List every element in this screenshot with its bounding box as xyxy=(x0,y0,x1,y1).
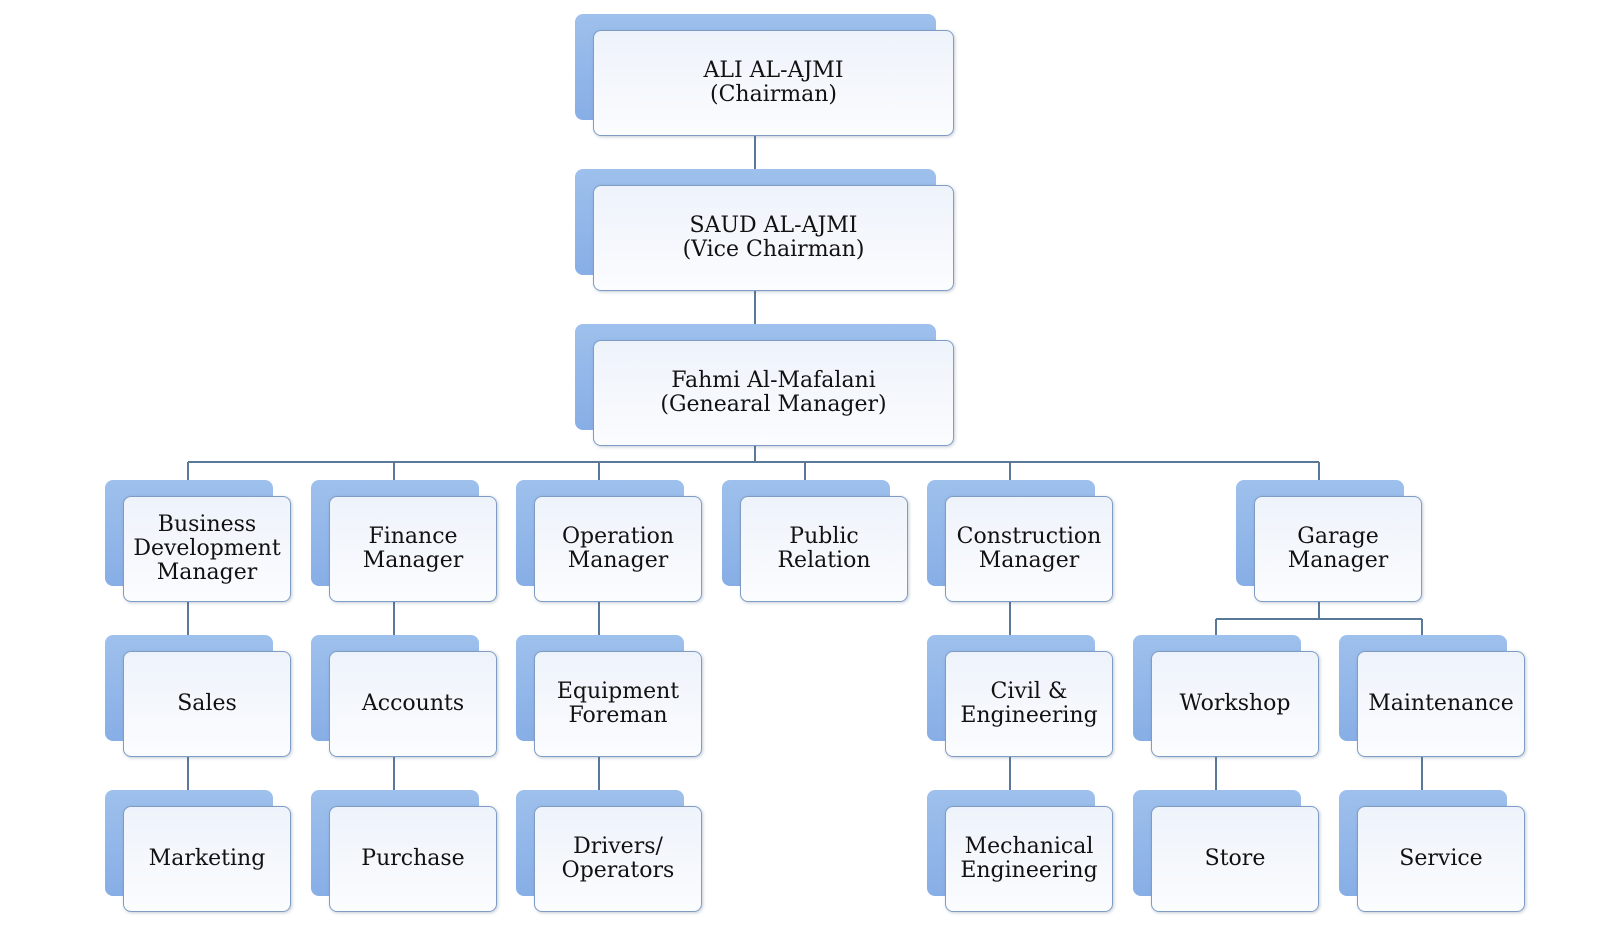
node-vice-chairman-name: SAUD AL-AJMI xyxy=(689,213,858,238)
node-service: Service xyxy=(1339,790,1525,912)
node-label-line: Development xyxy=(133,536,281,561)
node-label-line: Manager xyxy=(156,560,258,585)
node-general-manager-name: Fahmi Al-Mafalani xyxy=(671,368,876,393)
node-label-line: Public xyxy=(789,524,859,549)
node-label-line: Manager xyxy=(362,548,464,573)
node-store: Store xyxy=(1133,790,1319,912)
node-label-line: Manager xyxy=(567,548,669,573)
node-chairman-name: ALI AL-AJMI xyxy=(703,58,844,83)
node-chairman-title: (Chairman) xyxy=(710,82,837,107)
node-civil-engineering: Civil & Engineering xyxy=(927,635,1113,757)
node-label-line: Operators xyxy=(561,858,675,883)
node-label-line: Sales xyxy=(177,691,237,716)
node-construction-manager: Construction Manager xyxy=(927,480,1113,602)
node-label-line: Relation xyxy=(777,548,871,573)
node-label-line: Equipment xyxy=(556,679,680,704)
node-label-line: Service xyxy=(1399,846,1483,871)
node-label-line: Manager xyxy=(978,548,1080,573)
node-label-line: Finance xyxy=(368,524,458,549)
node-label-line: Mechanical xyxy=(964,834,1094,859)
node-garage-manager: Garage Manager xyxy=(1236,480,1422,602)
node-label-line: Drivers/ xyxy=(573,834,663,859)
node-accounts: Accounts xyxy=(311,635,497,757)
node-finance-manager: Finance Manager xyxy=(311,480,497,602)
node-vice-chairman-title: (Vice Chairman) xyxy=(682,237,865,262)
node-label-line: Accounts xyxy=(361,691,465,716)
node-label-line: Maintenance xyxy=(1368,691,1514,716)
node-chairman: ALI AL-AJMI (Chairman) xyxy=(575,14,954,136)
node-mechanical-engineering: Mechanical Engineering xyxy=(927,790,1113,912)
node-label-line: Construction xyxy=(956,524,1102,549)
node-purchase: Purchase xyxy=(311,790,497,912)
node-maintenance: Maintenance xyxy=(1339,635,1525,757)
node-general-manager: Fahmi Al-Mafalani (Genearal Manager) xyxy=(575,324,954,446)
node-drivers-operators: Drivers/ Operators xyxy=(516,790,702,912)
node-label-line: Store xyxy=(1204,846,1266,871)
node-label-line: Marketing xyxy=(148,846,266,871)
node-marketing: Marketing xyxy=(105,790,291,912)
node-sales: Sales xyxy=(105,635,291,757)
node-business-development-manager: Business Development Manager xyxy=(105,480,291,602)
node-label-line: Operation xyxy=(561,524,675,549)
node-label-line: Business xyxy=(157,512,257,537)
node-workshop: Workshop xyxy=(1133,635,1319,757)
node-label-line: Manager xyxy=(1287,548,1389,573)
node-label-line: Engineering xyxy=(960,703,1098,728)
node-operation-manager: Operation Manager xyxy=(516,480,702,602)
node-public-relation: Public Relation xyxy=(722,480,908,602)
node-label-line: Workshop xyxy=(1179,691,1291,716)
node-label-line: Civil & xyxy=(990,679,1068,704)
node-label-line: Garage xyxy=(1297,524,1379,549)
node-general-manager-title: (Genearal Manager) xyxy=(660,392,887,417)
node-label-line: Foreman xyxy=(568,703,668,728)
node-label-line: Purchase xyxy=(361,846,465,871)
node-equipment-foreman: Equipment Foreman xyxy=(516,635,702,757)
node-vice-chairman: SAUD AL-AJMI (Vice Chairman) xyxy=(575,169,954,291)
node-label-line: Engineering xyxy=(960,858,1098,883)
